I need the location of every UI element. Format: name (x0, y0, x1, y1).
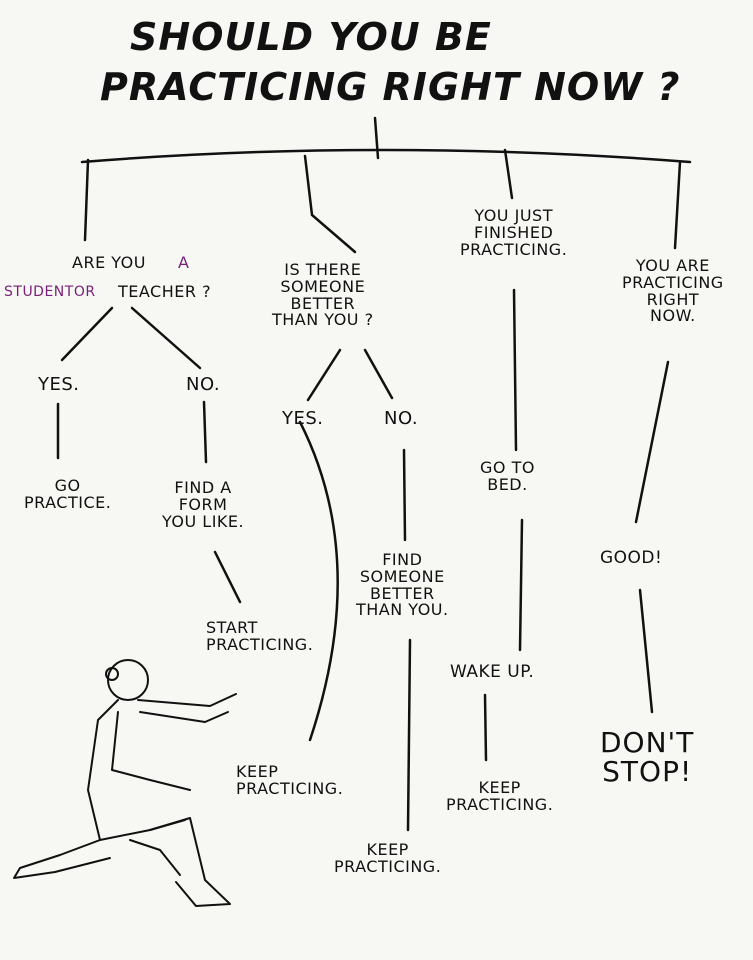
drop-branch-1 (83, 158, 90, 242)
title-stem (373, 116, 380, 160)
student-teacher-annotation-a: A (178, 253, 190, 272)
keep-practicing-yes-result: KEEP PRACTICING. (236, 762, 344, 798)
someone-better-question: IS THERE SOMEONE BETTER THAN YOU ? (272, 260, 374, 330)
b1-to-yes (60, 306, 114, 362)
b2-no-down (402, 448, 407, 542)
drop-branch-3 (503, 148, 514, 200)
b1-form-to-start (213, 550, 242, 604)
b2-yes-curve (298, 420, 339, 742)
keep-practicing-step: KEEP PRACTICING. (446, 778, 554, 814)
b3-down-1 (512, 288, 518, 452)
go-practice-result: GO PRACTICE. (24, 476, 112, 512)
practicing-now-question: YOU ARE PRACTICING RIGHT NOW. (622, 256, 724, 326)
find-someone-better-result: FIND SOMEONE BETTER THAN YOU. (356, 550, 449, 620)
student-teacher-annotation-student-or: STUDENTOR (4, 284, 96, 300)
drop-branch-2 (303, 154, 357, 254)
go-to-bed-step: GO TO BED. (480, 458, 535, 494)
just-finished-question: YOU JUST FINISHED PRACTICING. (460, 206, 568, 259)
practitioner-figure-icon (13, 659, 237, 907)
student-teacher-question-end: TEACHER ? (118, 282, 212, 301)
b4-down-2 (638, 588, 654, 714)
wake-up-step: WAKE UP. (450, 662, 535, 682)
student-teacher-no: NO. (186, 374, 221, 395)
main-bar (80, 148, 692, 164)
title-line-2: PRACTICING RIGHT NOW ? (100, 65, 681, 109)
title-line-1: SHOULD YOU BE (130, 15, 492, 59)
b1-no-down (202, 400, 208, 464)
dont-stop-step: DON'T STOP! (600, 726, 695, 789)
student-teacher-question-start: ARE YOU (72, 253, 146, 272)
b2-to-no (363, 348, 394, 400)
b1-to-no (130, 306, 202, 370)
b3-down-3 (483, 693, 488, 762)
someone-better-no: NO. (384, 408, 419, 429)
drop-branch-4 (673, 160, 682, 250)
b4-down-1 (634, 360, 670, 524)
start-practicing-result: START PRACTICING. (206, 618, 314, 654)
find-a-form-result: FIND A FORM YOU LIKE. (162, 478, 245, 531)
b2-find-down (406, 638, 412, 832)
b3-down-2 (518, 518, 524, 652)
good-step: GOOD! (600, 548, 663, 568)
keep-practicing-no-result: KEEP PRACTICING. (334, 840, 442, 876)
student-teacher-yes: YES. (38, 374, 80, 395)
b2-to-yes (306, 348, 342, 402)
someone-better-yes: YES. (282, 408, 324, 429)
